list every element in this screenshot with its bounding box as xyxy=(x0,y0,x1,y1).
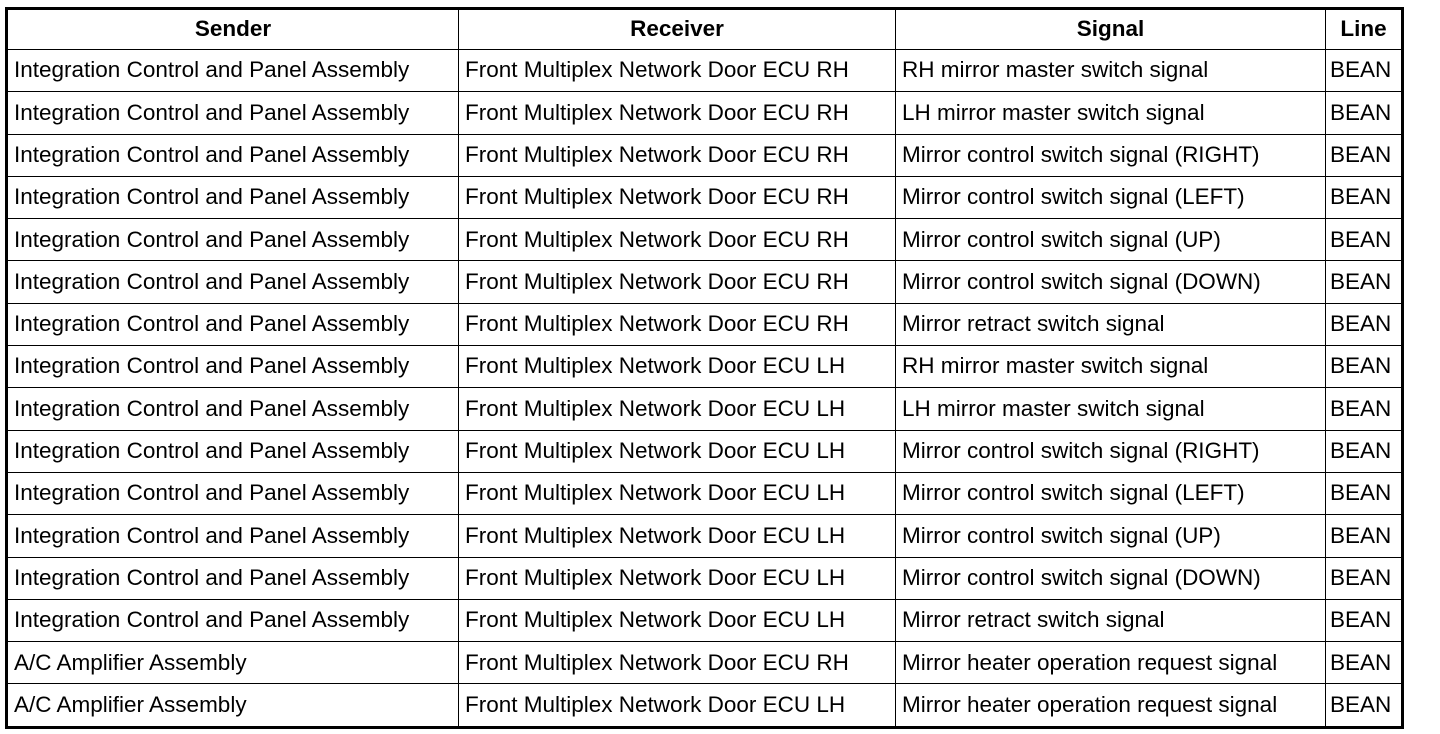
cell-signal: Mirror control switch signal (DOWN) xyxy=(895,260,1326,304)
header-line: Line xyxy=(1325,8,1403,50)
cell-sender: Integration Control and Panel Assembly xyxy=(6,133,459,177)
cell-line: BEAN xyxy=(1325,556,1403,600)
cell-signal: LH mirror master switch signal xyxy=(895,387,1326,431)
cell-receiver: Front Multiplex Network Door ECU RH xyxy=(458,175,896,220)
cell-sender: Integration Control and Panel Assembly xyxy=(6,175,459,220)
cell-signal: Mirror control switch signal (UP) xyxy=(895,514,1326,558)
cell-receiver: Front Multiplex Network Door ECU RH xyxy=(458,218,896,262)
cell-line: BEAN xyxy=(1325,387,1403,431)
cell-receiver: Front Multiplex Network Door ECU LH xyxy=(458,514,896,558)
cell-sender: Integration Control and Panel Assembly xyxy=(6,598,459,643)
header-sender: Sender xyxy=(6,8,459,50)
cell-sender: A/C Amplifier Assembly xyxy=(6,683,459,728)
cell-receiver: Front Multiplex Network Door ECU LH xyxy=(458,683,896,728)
cell-receiver: Front Multiplex Network Door ECU RH xyxy=(458,641,896,685)
cell-signal: Mirror heater operation request signal xyxy=(895,683,1326,728)
cell-signal: Mirror control switch signal (RIGHT) xyxy=(895,133,1326,177)
cell-receiver: Front Multiplex Network Door ECU LH xyxy=(458,345,896,389)
cell-line: BEAN xyxy=(1325,429,1403,473)
table-container: Sender Receiver Signal Line Integration … xyxy=(5,7,1404,729)
cell-line: BEAN xyxy=(1325,683,1403,728)
cell-signal: Mirror control switch signal (UP) xyxy=(895,218,1326,262)
cell-line: BEAN xyxy=(1325,514,1403,558)
cell-signal: Mirror control switch signal (LEFT) xyxy=(895,471,1326,516)
cell-signal: RH mirror master switch signal xyxy=(895,48,1326,93)
table-header-row: Sender Receiver Signal Line xyxy=(6,8,1403,50)
cell-signal: Mirror retract switch signal xyxy=(895,302,1326,347)
cell-signal: Mirror control switch signal (RIGHT) xyxy=(895,429,1326,473)
cell-line: BEAN xyxy=(1325,175,1403,220)
cell-signal: Mirror retract switch signal xyxy=(895,598,1326,643)
cell-line: BEAN xyxy=(1325,48,1403,93)
cell-receiver: Front Multiplex Network Door ECU LH xyxy=(458,471,896,516)
cell-sender: Integration Control and Panel Assembly xyxy=(6,218,459,262)
cell-sender: Integration Control and Panel Assembly xyxy=(6,514,459,558)
cell-receiver: Front Multiplex Network Door ECU LH xyxy=(458,387,896,431)
cell-receiver: Front Multiplex Network Door ECU RH xyxy=(458,91,896,135)
cell-sender: Integration Control and Panel Assembly xyxy=(6,556,459,600)
cell-signal: Mirror control switch signal (LEFT) xyxy=(895,175,1326,220)
cell-line: BEAN xyxy=(1325,471,1403,516)
cell-receiver: Front Multiplex Network Door ECU LH xyxy=(458,429,896,473)
cell-line: BEAN xyxy=(1325,345,1403,389)
cell-signal: Mirror control switch signal (DOWN) xyxy=(895,556,1326,600)
cell-sender: Integration Control and Panel Assembly xyxy=(6,471,459,516)
cell-line: BEAN xyxy=(1325,133,1403,177)
cell-signal: Mirror heater operation request signal xyxy=(895,641,1326,685)
cell-sender: Integration Control and Panel Assembly xyxy=(6,260,459,304)
cell-signal: LH mirror master switch signal xyxy=(895,91,1326,135)
cell-line: BEAN xyxy=(1325,641,1403,685)
cell-line: BEAN xyxy=(1325,260,1403,304)
cell-sender: Integration Control and Panel Assembly xyxy=(6,387,459,431)
cell-sender: Integration Control and Panel Assembly xyxy=(6,429,459,473)
cell-line: BEAN xyxy=(1325,218,1403,262)
header-receiver: Receiver xyxy=(458,8,896,50)
cell-line: BEAN xyxy=(1325,302,1403,347)
header-signal: Signal xyxy=(895,8,1326,50)
cell-receiver: Front Multiplex Network Door ECU RH xyxy=(458,302,896,347)
cell-sender: Integration Control and Panel Assembly xyxy=(6,48,459,93)
cell-receiver: Front Multiplex Network Door ECU RH xyxy=(458,260,896,304)
communication-signal-table: Sender Receiver Signal Line Integration … xyxy=(5,7,1404,729)
cell-sender: Integration Control and Panel Assembly xyxy=(6,91,459,135)
cell-line: BEAN xyxy=(1325,91,1403,135)
cell-sender: A/C Amplifier Assembly xyxy=(6,641,459,685)
cell-receiver: Front Multiplex Network Door ECU LH xyxy=(458,598,896,643)
cell-sender: Integration Control and Panel Assembly xyxy=(6,345,459,389)
cell-signal: RH mirror master switch signal xyxy=(895,345,1326,389)
cell-receiver: Front Multiplex Network Door ECU RH xyxy=(458,133,896,177)
cell-line: BEAN xyxy=(1325,598,1403,643)
cell-receiver: Front Multiplex Network Door ECU LH xyxy=(458,556,896,600)
cell-receiver: Front Multiplex Network Door ECU RH xyxy=(458,48,896,93)
cell-sender: Integration Control and Panel Assembly xyxy=(6,302,459,347)
